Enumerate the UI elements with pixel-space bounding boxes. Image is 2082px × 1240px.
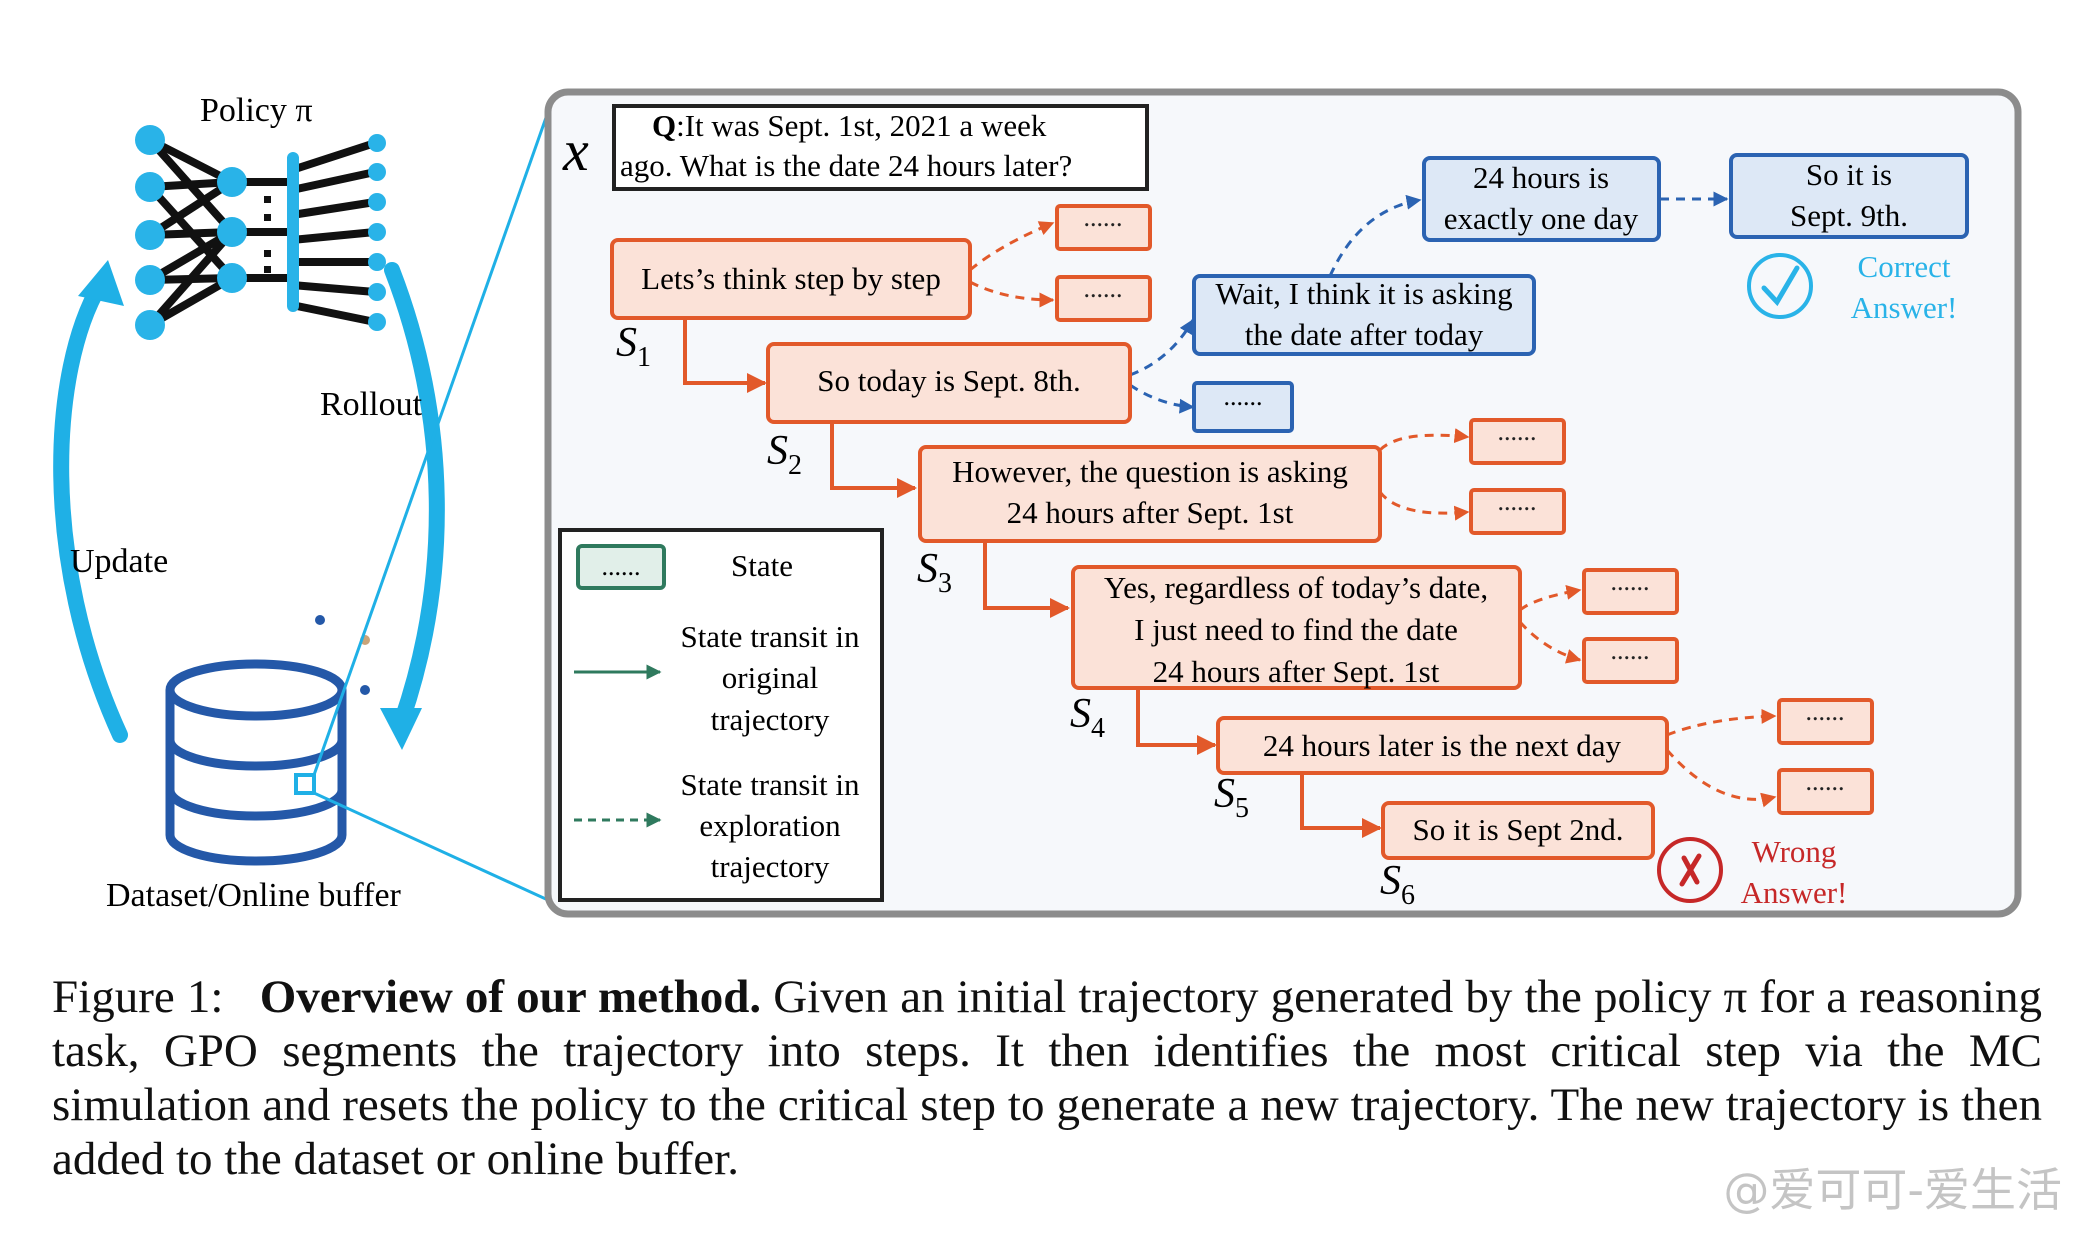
placeholder-text: ...... (1806, 697, 1845, 726)
caption-text: Given an initial trajectory generated by… (52, 971, 2042, 1185)
placeholder-text: ...... (1498, 487, 1537, 516)
caption-prefix: Figure 1: (52, 971, 224, 1023)
correct-label-line2: Answer! (1851, 290, 1958, 325)
placeholder-text: ...... (1498, 417, 1537, 446)
rollout-label: Rollout (320, 386, 423, 423)
placeholder-text: ...... (1611, 636, 1650, 665)
question-line1: Q:It was Sept. 1st, 2021 a week (652, 108, 1047, 143)
legend-original-line3: trajectory (711, 702, 830, 737)
placeholder-box (1582, 568, 1679, 615)
legend-exploration-line3: trajectory (711, 849, 830, 884)
step-text-s3-line1: However, the question is asking (952, 454, 1348, 489)
original-trajectory-arrows (683, 318, 1382, 838)
update-label: Update (70, 543, 168, 580)
step-box-s5 (1216, 716, 1669, 775)
step-box-s1 (610, 238, 972, 320)
step-box-s4 (1071, 565, 1522, 690)
step-box-s6 (1381, 801, 1655, 860)
exploration-text-1-line2: the date after today (1245, 317, 1484, 352)
legend-original-line2: original (722, 660, 818, 695)
caption-bold: Overview of our method. (259, 971, 762, 1023)
placeholder-text: ...... (1084, 274, 1123, 303)
x-symbol: x (562, 118, 589, 183)
placeholder-text: ...... (1224, 382, 1263, 411)
exploration-text-1-line1: Wait, I think it is asking (1215, 276, 1512, 311)
check-icon (1747, 253, 1813, 319)
database-icon (165, 659, 347, 866)
legend-state-swatch (576, 544, 666, 590)
placeholder-text: ...... (1806, 767, 1845, 796)
placeholder-box (1055, 275, 1152, 322)
wrong-label-line2: Answer! (1741, 875, 1848, 910)
placeholder-box (1469, 488, 1566, 535)
policy-network-icon (135, 125, 386, 340)
watermark: @爱可可-爱生活 (1723, 1163, 2062, 1217)
exploration-box-3 (1729, 153, 1969, 239)
question-line2: ago. What is the date 24 hours later? (620, 148, 1072, 183)
step-text-s3-line2: 24 hours after Sept. 1st (1007, 495, 1294, 530)
question-box (612, 104, 1149, 191)
wrong-label-line1: Wrong (1752, 834, 1837, 869)
step-label-s3: S3 (917, 546, 952, 599)
correct-label-line1: Correct (1858, 249, 1951, 284)
step-text-s5: 24 hours later is the next day (1263, 728, 1622, 763)
step-text-s6: So it is Sept 2nd. (1412, 812, 1623, 847)
legend-original-line1: State transit in (680, 619, 860, 654)
figure-caption: Figure 1: Overview of our method. Given … (52, 970, 2042, 1186)
placeholder-box (1469, 418, 1566, 465)
placeholder-box (1777, 768, 1874, 815)
x-icon (1657, 837, 1723, 903)
step-text-s4-line1: Yes, regardless of today’s date, (1104, 570, 1488, 605)
placeholder-box (1055, 204, 1152, 251)
placeholder-box (1777, 698, 1874, 745)
legend-state-label: State (731, 548, 793, 583)
step-text-s4-line3: 24 hours after Sept. 1st (1153, 654, 1440, 689)
step-label-s4: S4 (1070, 691, 1105, 744)
placeholder-text: ...... (602, 552, 641, 581)
legend-box (558, 528, 884, 902)
zoom-line-top (312, 111, 550, 776)
blue-exploration-arrows (1129, 191, 1729, 414)
exploration-text-3-line1: So it is (1806, 157, 1892, 192)
placeholder-box (1192, 381, 1294, 433)
placeholder-text: ...... (1611, 567, 1650, 596)
zoom-line-bottom (313, 791, 549, 902)
step-text-s1: Lets’s think step by step (641, 261, 941, 296)
exploration-text-3-line2: Sept. 9th. (1790, 198, 1908, 233)
policy-label: Policy π (200, 92, 313, 129)
step-box-s2 (766, 342, 1132, 424)
legend-exploration-line1: State transit in (680, 767, 860, 802)
buffer-label: Dataset/Online buffer (106, 877, 402, 914)
step-text-s4-line2: I just need to find the date (1134, 612, 1458, 647)
step-label-s5: S5 (1214, 771, 1249, 824)
rollout-arrow (380, 262, 445, 750)
exploration-text-2-line1: 24 hours is (1473, 160, 1609, 195)
buffer-sample-marker (294, 773, 316, 795)
placeholder-box (1582, 637, 1679, 684)
legend-exploration-line2: exploration (699, 808, 841, 843)
step-box-s3 (918, 445, 1382, 543)
exploration-box-1 (1192, 274, 1536, 356)
overview-figure: Policy π Rollout Update Dataset/Online b… (53, 88, 2022, 918)
step-label-s1: S1 (616, 320, 651, 373)
step-text-s2: So today is Sept. 8th. (817, 363, 1081, 398)
orange-exploration-arrows (969, 221, 1777, 808)
exploration-box-2 (1422, 156, 1661, 242)
placeholder-text: ...... (1084, 203, 1123, 232)
step-label-s6: S6 (1380, 858, 1415, 911)
update-arrow (53, 260, 128, 743)
step-label-s2: S2 (767, 428, 802, 481)
exploration-text-2-line2: exactly one day (1444, 201, 1639, 236)
